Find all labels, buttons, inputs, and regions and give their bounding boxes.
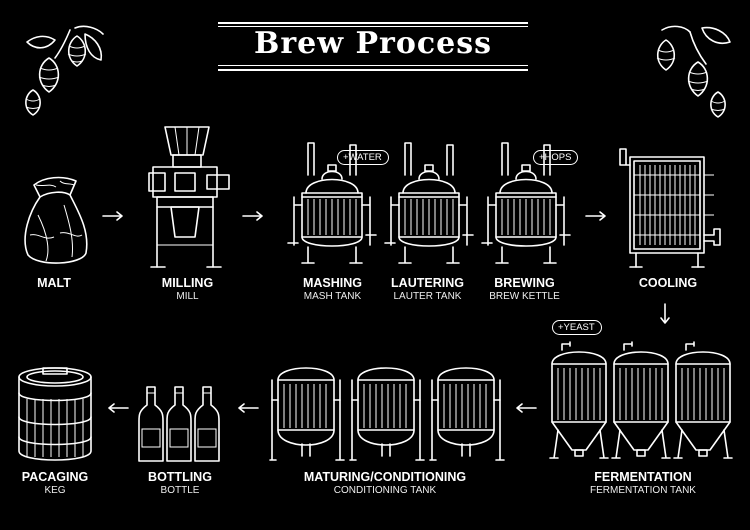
tag-yeast: +YEAST — [552, 320, 602, 335]
bottle-icon — [138, 386, 220, 462]
brew-kettle-icon — [481, 142, 571, 264]
hops-icon — [656, 25, 731, 118]
stage-sub-fermentation: FERMENTATION TANK — [590, 485, 696, 496]
stage-sub-bottling: BOTTLE — [160, 485, 200, 496]
page-title: Brew Process — [253, 26, 493, 61]
conditioning-tank-icon — [269, 367, 505, 461]
fermentation-tank-icon — [549, 341, 733, 459]
stage-sub-lautering: LAUTER TANK — [393, 291, 462, 302]
arrow-icon — [516, 403, 537, 413]
arrow-icon — [660, 303, 670, 324]
arrow-icon — [242, 211, 263, 221]
stage-sub-mashing: MASH TANK — [303, 291, 362, 302]
stage-label-milling: MILLING — [161, 276, 214, 290]
arrow-icon — [238, 403, 259, 413]
stage-label-malt: MALT — [37, 276, 71, 290]
tag-hops: +HOPS — [533, 150, 579, 165]
stage-label-maturing: MATURING/CONDITIONING — [303, 470, 467, 484]
stage-sub-packaging: KEG — [44, 485, 66, 496]
stage-sub-maturing: CONDITIONING TANK — [333, 485, 437, 496]
arrow-icon — [585, 211, 606, 221]
stage-label-brewing: BREWING — [494, 276, 555, 290]
cooler-icon — [619, 148, 721, 268]
stage-sub-milling: MILL — [176, 291, 199, 302]
keg-icon — [18, 367, 92, 461]
hops-icon — [25, 25, 104, 116]
stage-label-bottling: BOTTLING — [148, 470, 212, 484]
stage-label-cooling: COOLING — [638, 276, 698, 290]
tag-water: +WATER — [337, 150, 389, 165]
mill-icon — [148, 126, 230, 268]
mash-tank-icon — [287, 142, 377, 264]
stage-label-packaging: PACAGING — [21, 470, 89, 484]
malt-sack-icon — [24, 176, 88, 264]
stage-label-fermentation: Fermentation — [594, 470, 692, 484]
arrow-icon — [108, 403, 129, 413]
title-banner: Brew Process — [218, 22, 528, 71]
stage-label-lautering: LAUTERING — [391, 276, 464, 290]
arrow-icon — [102, 211, 123, 221]
stage-sub-brewing: BREW KETTLE — [489, 291, 560, 302]
lauter-tank-icon — [384, 142, 474, 264]
stage-label-mashing: MASHING — [302, 276, 363, 290]
